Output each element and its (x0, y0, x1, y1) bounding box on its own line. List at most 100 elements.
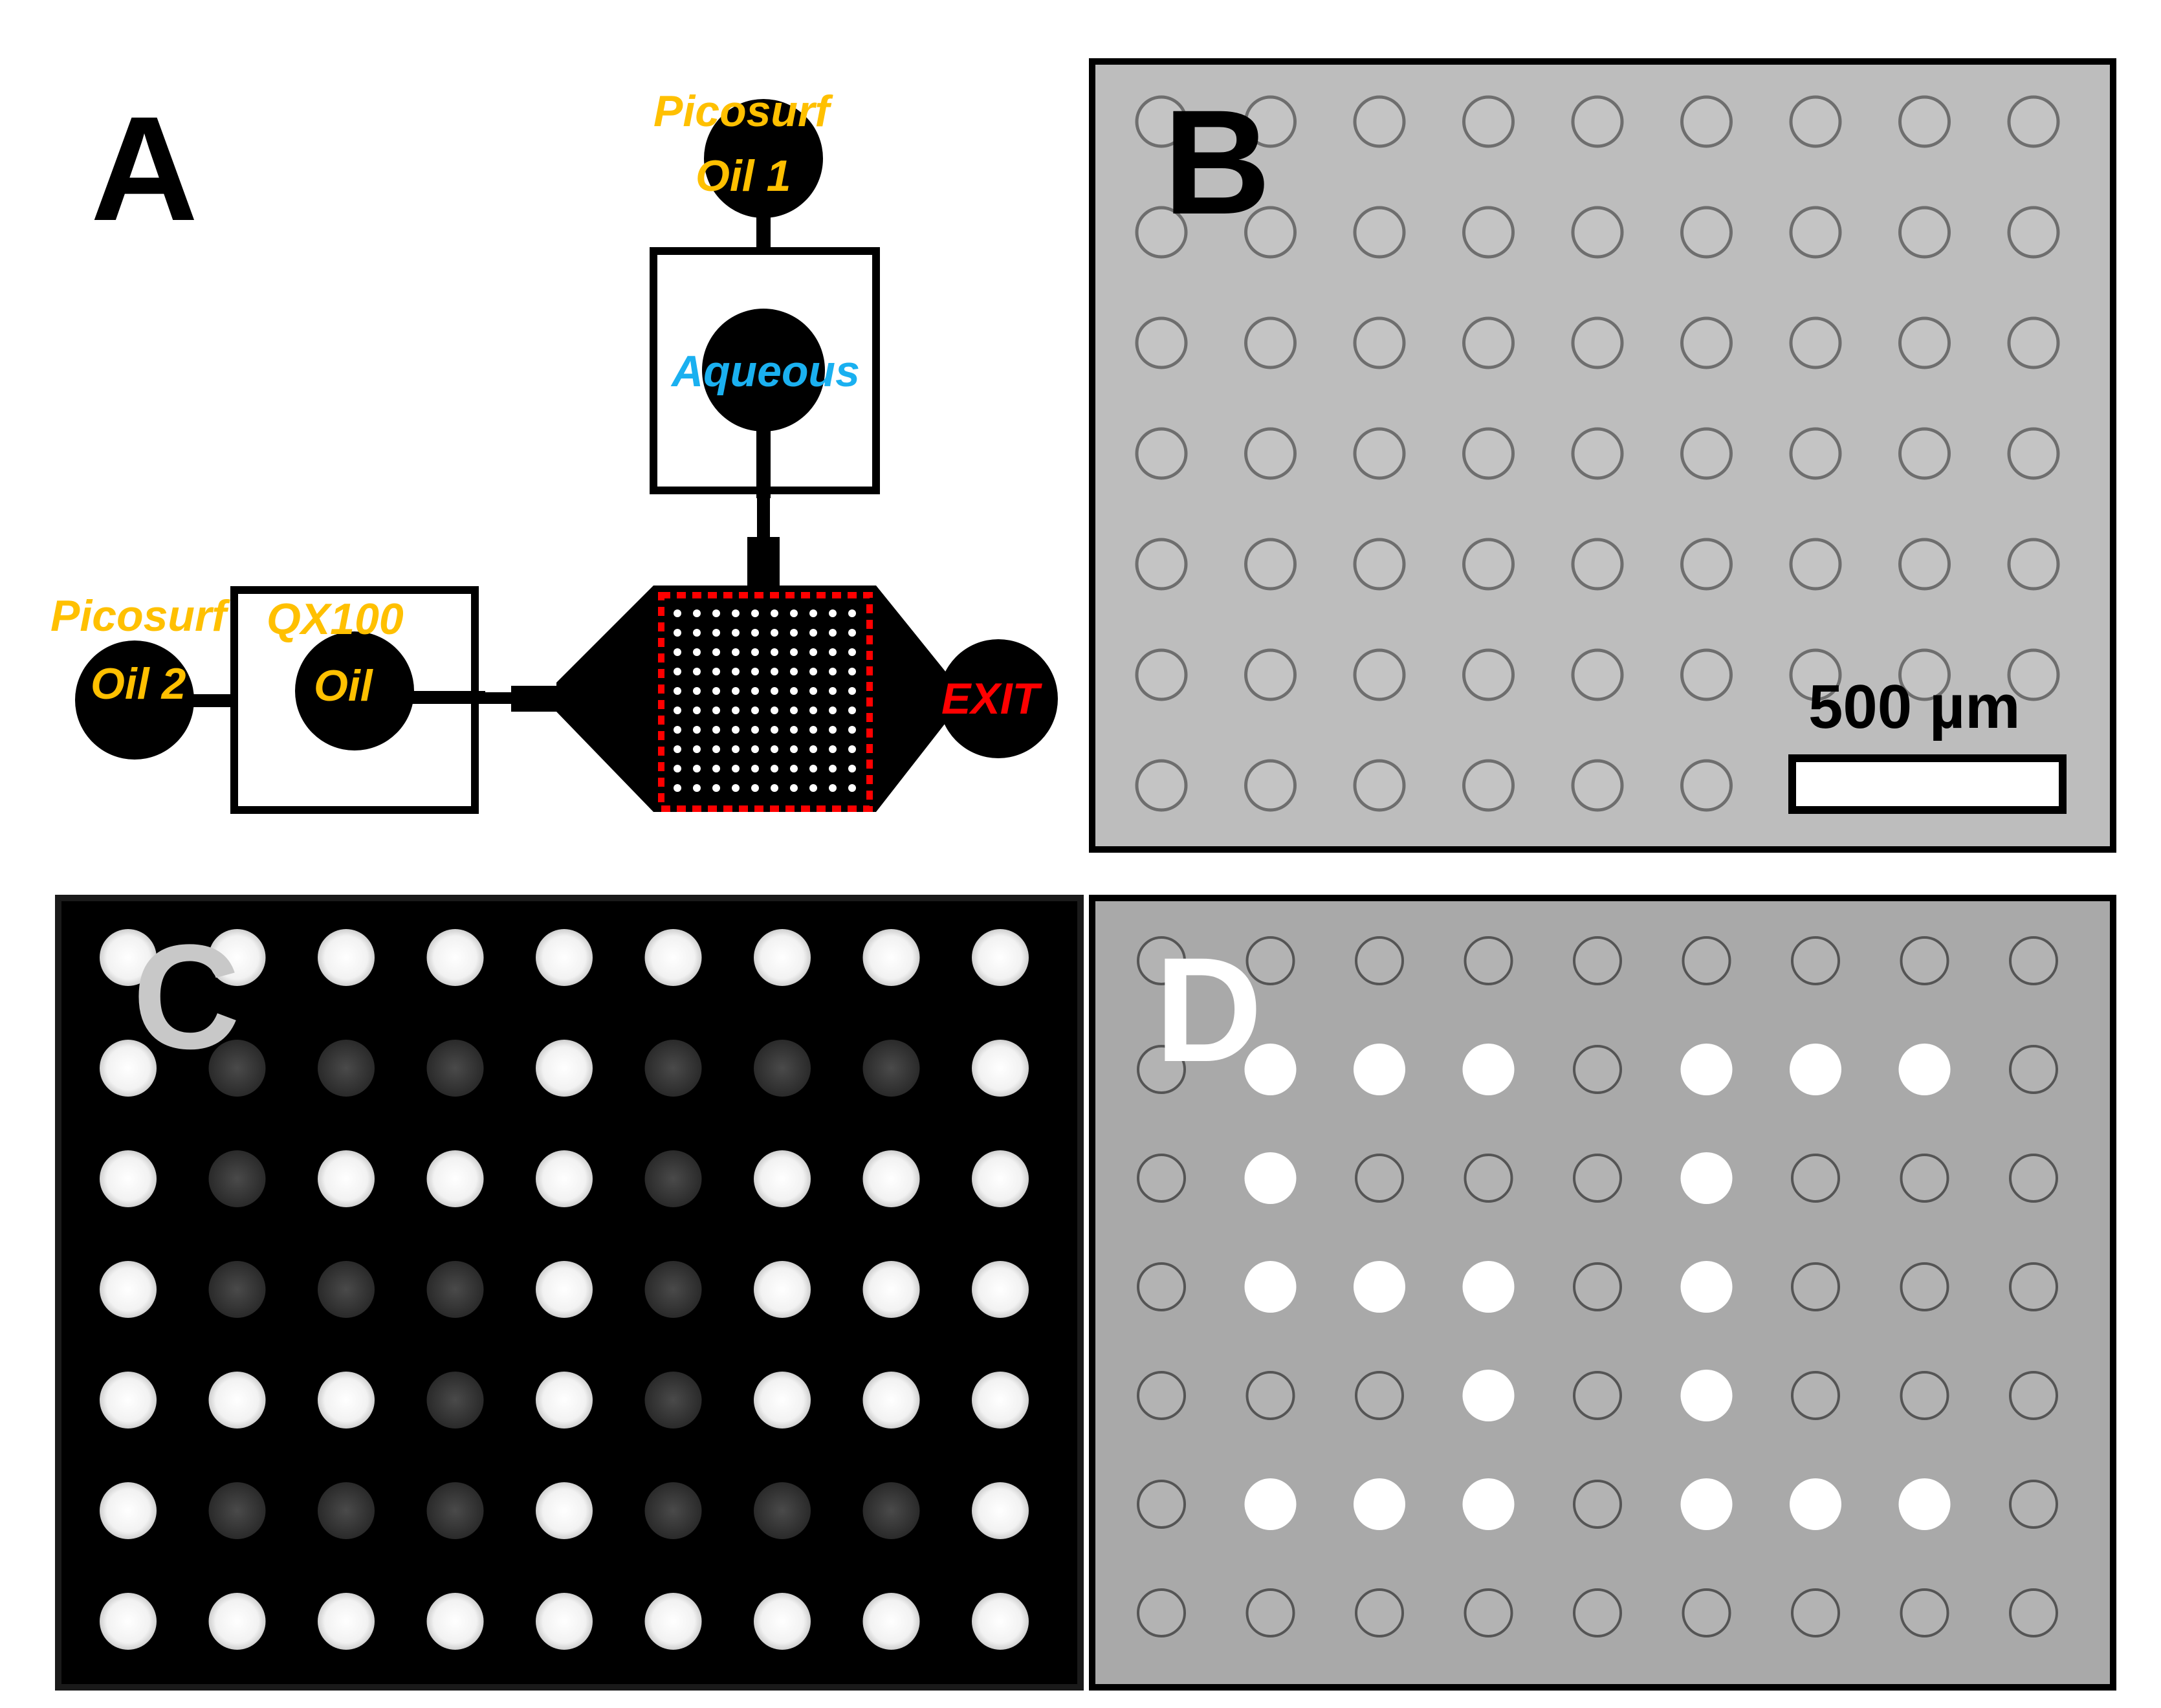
overlay-trap (1900, 1588, 1949, 1637)
chamber-trap-dot (674, 609, 681, 617)
chamber-trap-dot (751, 706, 759, 714)
overlay-trap (1137, 936, 1186, 985)
chamber-trap-dot (732, 629, 740, 637)
chamber-trap-dot (712, 765, 720, 772)
trapping-chamber (556, 586, 954, 812)
droplet-bright (862, 929, 920, 986)
overlay-droplet-positive (1898, 1044, 1951, 1095)
droplet-bright (100, 1150, 157, 1207)
micrograph-trap (1680, 206, 1733, 259)
scale-bar (1788, 754, 2067, 814)
micrograph-trap (1680, 95, 1733, 148)
chamber-trap-dot (751, 726, 759, 734)
overlay-trap (1464, 1588, 1513, 1637)
micrograph-trap (1135, 427, 1188, 480)
micrograph-trap (1353, 95, 1406, 148)
droplet-bright (862, 1593, 920, 1650)
oil2-label-line2: Oil 2 (91, 659, 186, 708)
overlay-droplet-positive (1462, 1478, 1515, 1530)
droplet-dim (644, 1482, 702, 1539)
chamber-trap-dot (693, 609, 701, 617)
chamber-trap-dot (674, 706, 681, 714)
overlay-droplet-positive (1244, 1152, 1297, 1204)
micrograph-trap (1898, 427, 1951, 480)
micrograph-trap (1135, 648, 1188, 701)
chamber-trap-dot (790, 629, 798, 637)
micrograph-trap (1898, 95, 1951, 148)
droplet-bright (754, 1150, 811, 1207)
chamber-trap-dot (790, 668, 798, 675)
chamber-trap-dot (829, 765, 837, 772)
chamber-trap-dot (693, 648, 701, 656)
micrograph-trap (1244, 759, 1297, 812)
droplet-bright (972, 1482, 1029, 1539)
overlay-trap (1355, 1588, 1404, 1637)
overlay-droplet-positive (1462, 1370, 1515, 1421)
chamber-trap-dot (712, 726, 720, 734)
droplet-bright (972, 1040, 1029, 1097)
droplet-bright (972, 1261, 1029, 1318)
micrograph-trap (1571, 206, 1624, 259)
chamber-trap-dot (732, 668, 740, 675)
droplet-bright (318, 1593, 375, 1650)
overlay-trap (1355, 1154, 1404, 1203)
droplet-bright (536, 1040, 593, 1097)
overlay-trap (2009, 936, 2058, 985)
micrograph-trap (1898, 648, 1951, 701)
chamber-trap-array (674, 609, 856, 792)
chamber-trap-dot (809, 706, 817, 714)
overlay-droplet-positive (1244, 1261, 1297, 1313)
droplet-bright (754, 1372, 811, 1429)
chamber-trap-dot (829, 629, 837, 637)
overlay-droplet-positive (1354, 1478, 1405, 1530)
chamber-trap-dot (829, 668, 837, 675)
overlay-droplet-positive (1680, 1370, 1733, 1421)
oil1-inlet-port (704, 99, 823, 218)
panel-c: C (55, 895, 1084, 1691)
droplet-dim (208, 1261, 266, 1318)
overlay-trap (2009, 1045, 2058, 1094)
overlay-droplet-positive (1462, 1261, 1515, 1313)
micrograph-trap (1462, 648, 1515, 701)
overlay-trap (1464, 1154, 1513, 1203)
micrograph-trap (1898, 206, 1951, 259)
oil2-label-line1: Picosurf (50, 591, 230, 640)
overlay-trap (1791, 1371, 1840, 1420)
aqueous-channel (756, 427, 771, 498)
chamber-trap-dot (712, 629, 720, 637)
droplet-dim (862, 1482, 920, 1539)
chamber-trap-dot (771, 784, 778, 792)
chamber-trap-dot (732, 765, 740, 772)
chamber-trap-dot (751, 745, 759, 753)
overlay-trap (2009, 1262, 2058, 1311)
micrograph-trap (1135, 206, 1188, 259)
droplet-dim (644, 1372, 702, 1429)
droplet-dim (644, 1261, 702, 1318)
droplet-bright (536, 1593, 593, 1650)
droplet-bright (862, 1261, 920, 1318)
micrograph-trap (1244, 538, 1297, 591)
aqueous-junction (747, 537, 780, 589)
droplet-bright (754, 1593, 811, 1650)
chamber-trap-dot (732, 784, 740, 792)
micrograph-trap (1680, 648, 1733, 701)
overlay-droplet-positive (1790, 1044, 1841, 1095)
droplet-bright (100, 1261, 157, 1318)
droplet-bright (862, 1372, 920, 1429)
micrograph-trap (1462, 538, 1515, 591)
aqueous-label: Aqueous (670, 347, 860, 396)
chamber-trap-dot (848, 687, 856, 695)
micrograph-trap (2007, 95, 2060, 148)
droplet-bright (536, 1482, 593, 1539)
chamber-trap-dot (809, 629, 817, 637)
overlay-droplet-positive (1244, 1044, 1297, 1095)
micrograph-trap (2007, 648, 2060, 701)
micrograph-trap (1462, 206, 1515, 259)
chamber-trap-dot (693, 687, 701, 695)
micrograph-trap (1244, 206, 1297, 259)
oil2-inlet-port (75, 640, 194, 760)
droplet-bright (972, 929, 1029, 986)
micrograph-trap (1789, 206, 1842, 259)
chamber-trap-dot (674, 745, 681, 753)
